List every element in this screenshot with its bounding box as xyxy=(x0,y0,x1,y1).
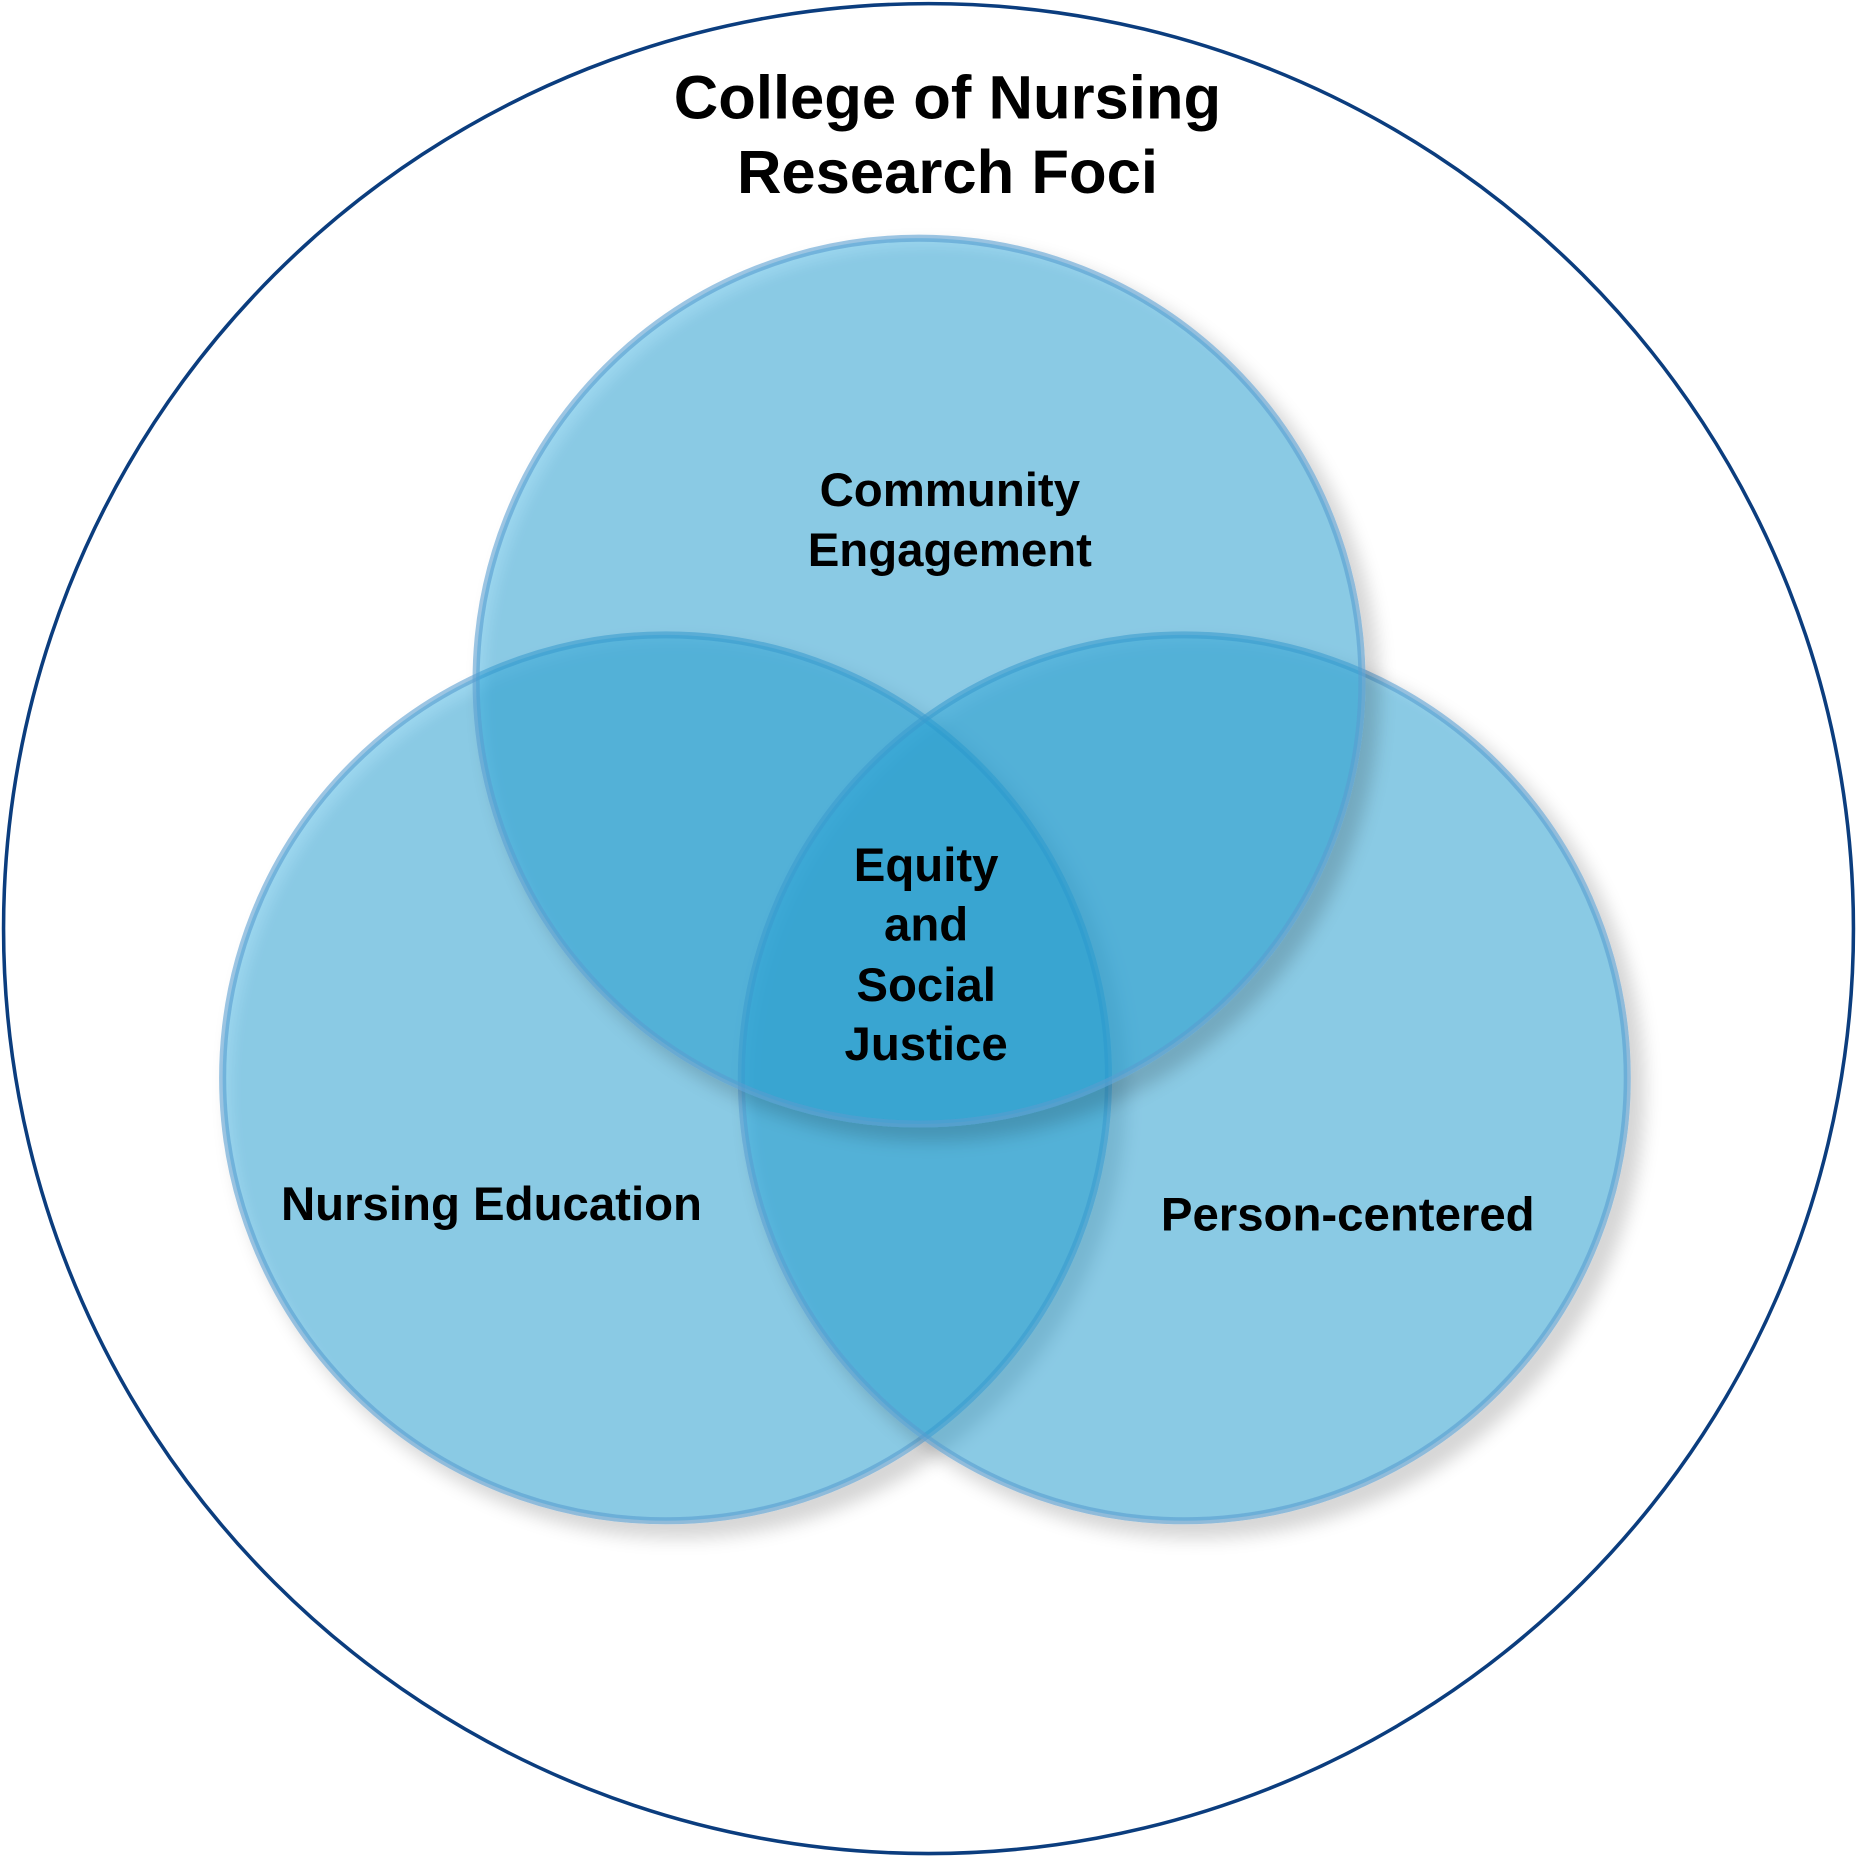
community-label-line1: Community xyxy=(820,464,1081,517)
diagram-title-line1: College of Nursing xyxy=(674,64,1221,133)
center-label-line4: Justice xyxy=(845,1018,1008,1071)
top-circle xyxy=(472,234,1366,1128)
center-label-line3: Social xyxy=(856,959,996,1012)
center-label-line1: Equity xyxy=(854,839,999,892)
center-label-line2: and xyxy=(884,898,968,951)
person-label: Person-centered xyxy=(1161,1189,1535,1242)
community-label-line2: Engagement xyxy=(808,524,1092,577)
diagram-title-line2: Research Foci xyxy=(737,138,1158,207)
education-label: Nursing Education xyxy=(281,1178,702,1231)
